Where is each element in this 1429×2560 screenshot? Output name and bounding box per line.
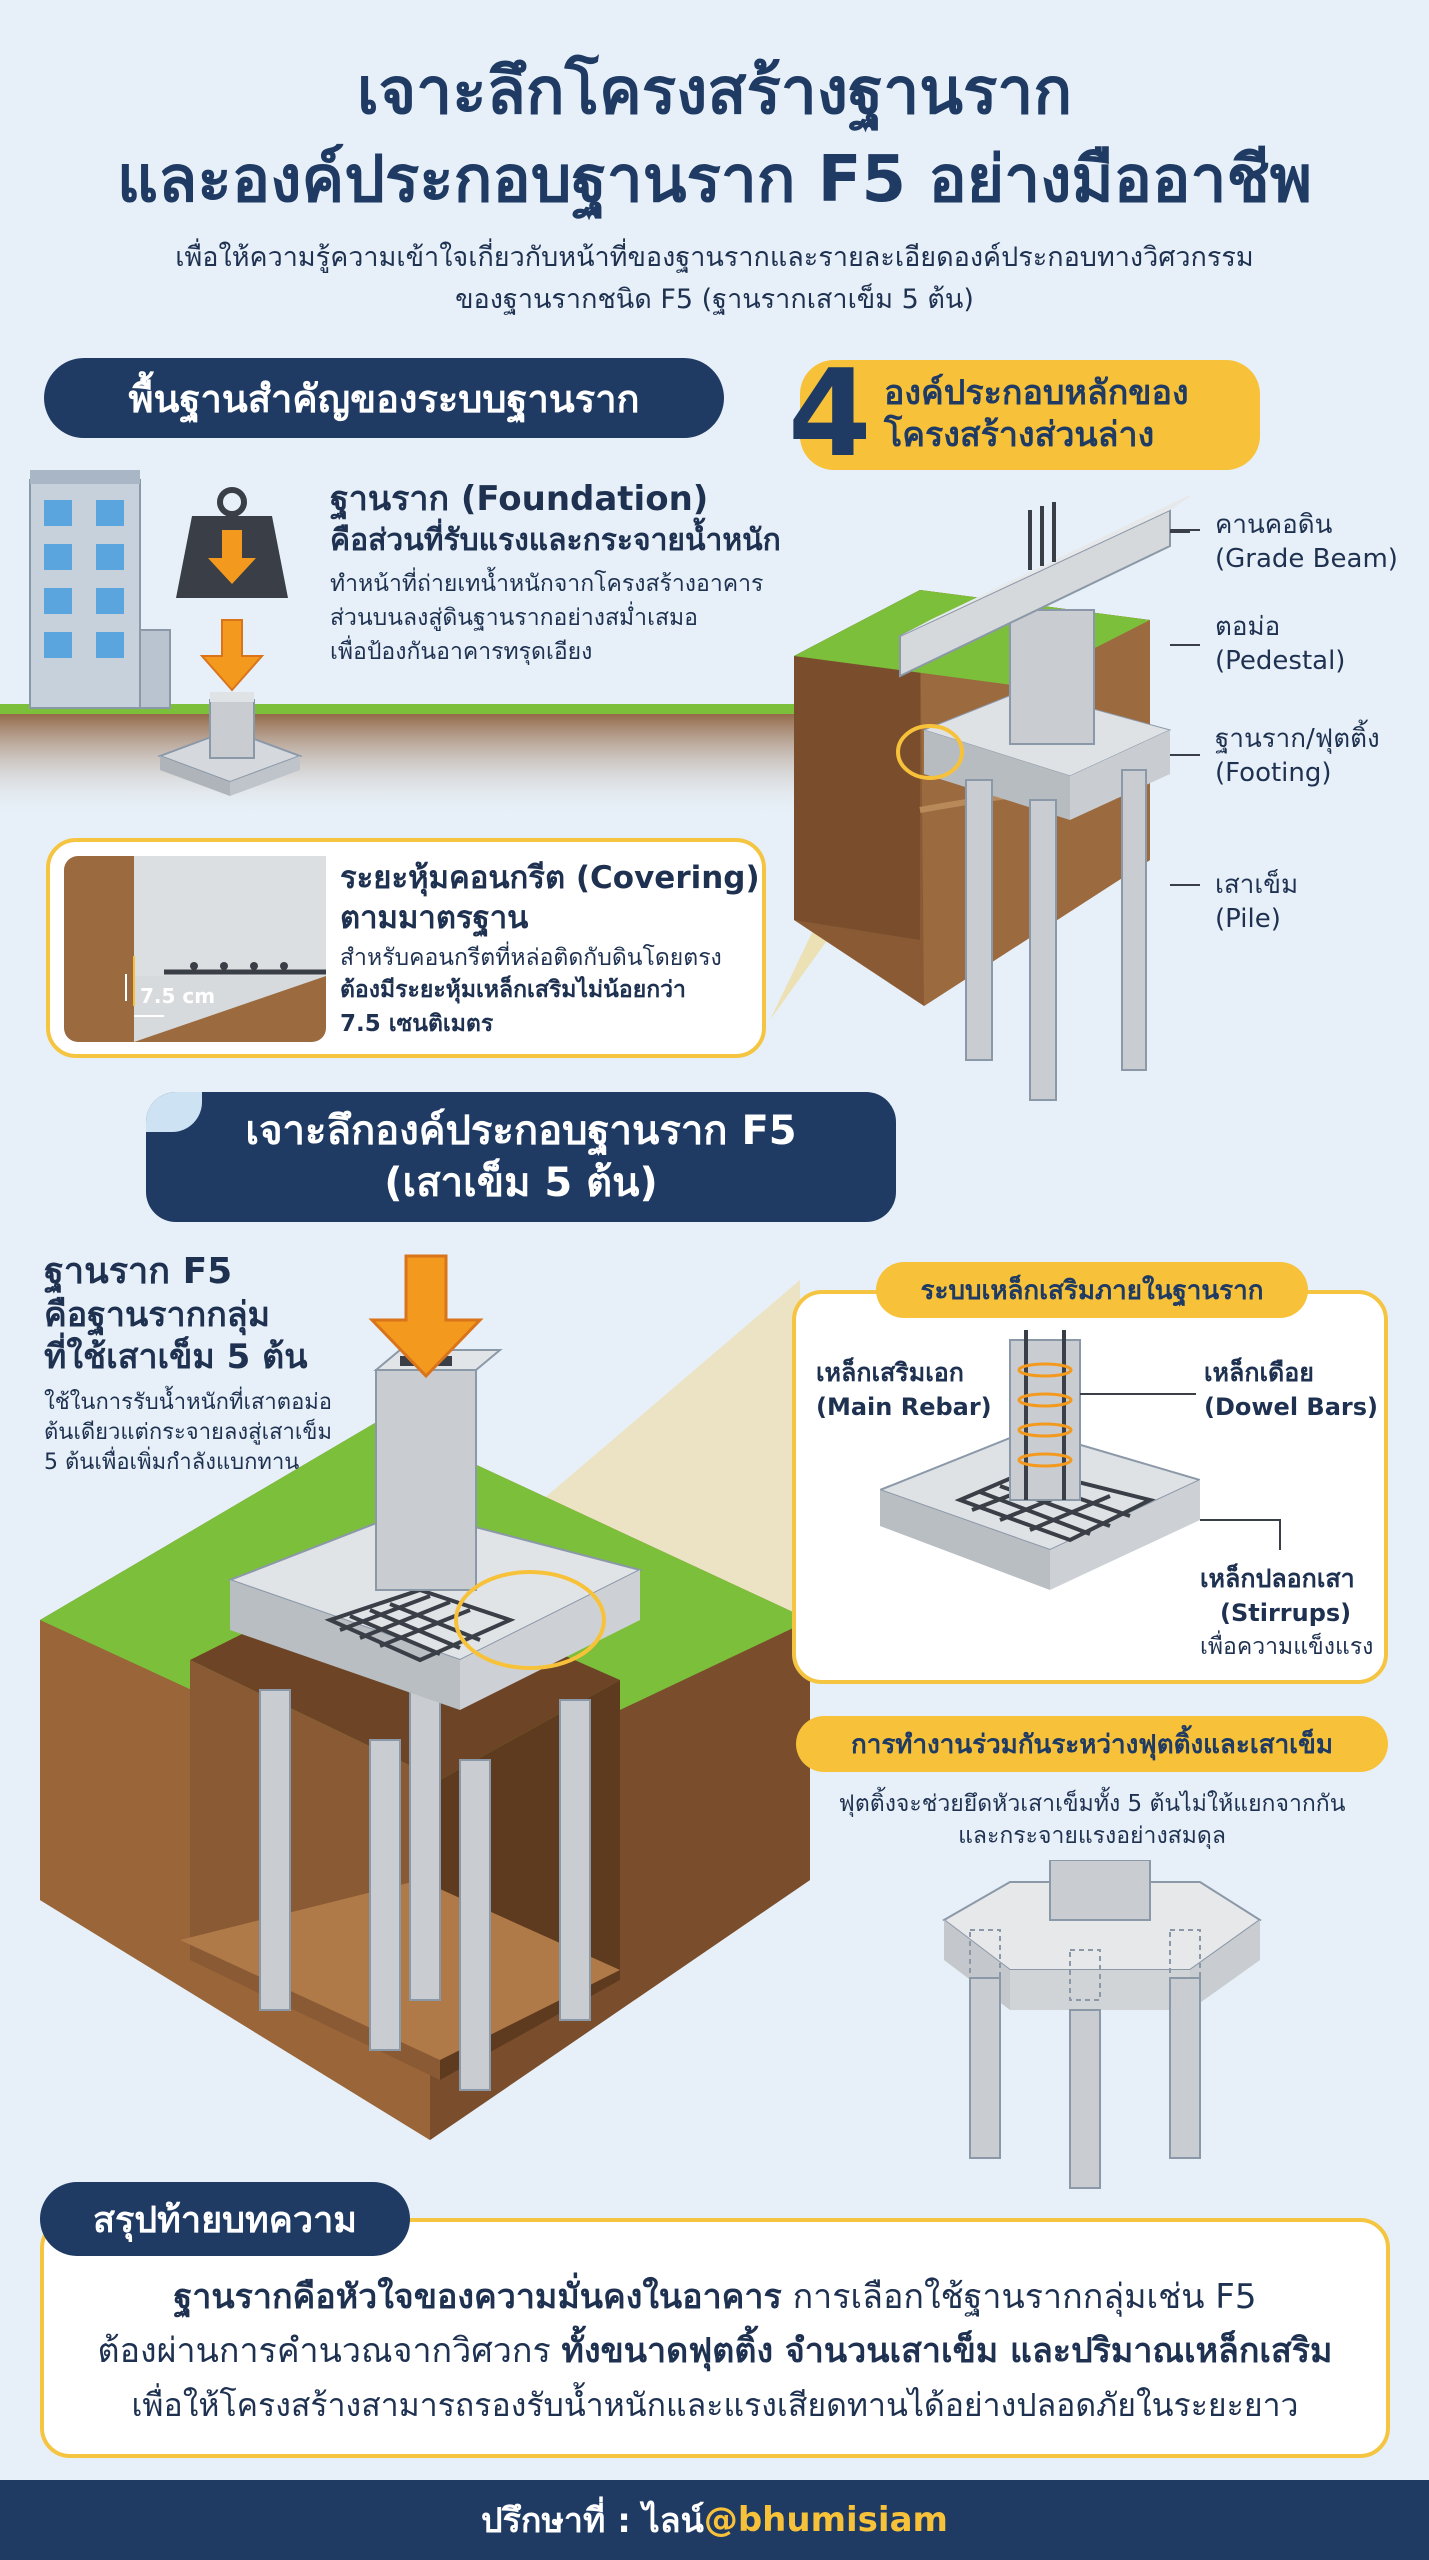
component-footing-th: ฐานราก/ฟุตติ้ง: [1215, 724, 1380, 754]
teamwork-desc-1: ฟุตติ้งจะช่วยยึดหัวเสาเข็มทั้ง 5 ต้นไม่ใ…: [838, 1791, 1346, 1817]
f5-title-2: คือฐานรากกลุ่ม: [44, 1295, 271, 1335]
covering-illustration: [64, 856, 326, 1042]
f5-desc-3: 5 ต้นเพื่อเพิ่มกำลังแบกทาน: [44, 1450, 300, 1475]
component-pedestal-th: ตอม่อ: [1215, 612, 1281, 642]
covering-card: 7.5 cm ระยะหุ้มคอนกรีต (Covering) ตามมาต…: [46, 838, 766, 1058]
summary-line-3: เพื่อให้โครงสร้างสามารถรองรับน้ำหนักและแ…: [131, 2386, 1299, 2424]
foundation-title: ฐานราก (Foundation): [330, 479, 709, 519]
weight-icon: [176, 487, 288, 598]
foundation-subtitle: คือส่วนที่รับแรงและกระจายน้ำหนัก: [330, 523, 781, 558]
rebar-heading: ระบบเหล็กเสริมภายในฐานราก: [876, 1262, 1308, 1318]
components-number: 4: [788, 345, 872, 484]
substructure-illustration: [770, 494, 1190, 1101]
f5-desc-1: ใช้ในการรับน้ำหนักที่เสาตอม่อ: [44, 1390, 332, 1415]
foundation-desc-1: ทำหน้าที่ถ่ายเทน้ำหนักจากโครงสร้างอาคาร: [330, 571, 764, 597]
foundation-desc-2: ส่วนบนลงสู่ดินฐานรากอย่างสม่ำเสมอ: [330, 605, 698, 631]
component-pile-en: (Pile): [1215, 904, 1281, 934]
teamwork-heading: การทำงานร่วมกันระหว่างฟุตติ้งและเสาเข็ม: [796, 1716, 1388, 1772]
component-footing-en: (Footing): [1215, 758, 1332, 788]
f5-heading-line-1: เจาะลึกองค์ประกอบฐานราก F5: [245, 1108, 797, 1154]
footer-line-handle[interactable]: @bhumisiam: [703, 2500, 948, 2540]
summary-line-2-a: ต้องผ่านการคำนวณจากวิศวกร: [97, 2331, 562, 2371]
covering-title-2: ตามมาตรฐาน: [340, 900, 529, 936]
down-arrow-icon: [199, 619, 265, 692]
f5-footing-illustration: [40, 1254, 810, 2140]
covering-title-1: ระยะหุ้มคอนกรีต (Covering): [340, 860, 760, 896]
rebar-stirrup-en: (Stirrups): [1220, 1599, 1352, 1627]
footer-bar: ปรึกษาที่ : ไลน์ @bhumisiam: [0, 2480, 1429, 2560]
components-leader-lines: [1170, 529, 1200, 886]
page-title-line-1: เจาะลึกโครงสร้างฐานราก: [356, 55, 1073, 129]
components-heading-line-1: องค์ประกอบหลักของ: [884, 373, 1189, 413]
component-pile-th: เสาเข็ม: [1215, 870, 1299, 900]
summary-heading: สรุปท้ายบทความ: [40, 2182, 410, 2256]
f5-heading-line-2: (เสาเข็ม 5 ต้น): [384, 1160, 658, 1206]
f5-heading-pill: เจาะลึกองค์ประกอบฐานราก F5 (เสาเข็ม 5 ต้…: [146, 1092, 896, 1222]
rebar-leader-lines: [1080, 1393, 1281, 1550]
rebar-dowel-en: (Dowel Bars): [1204, 1393, 1378, 1421]
summary-line-1-rest: การเลือกใช้ฐานรากกลุ่มเช่น F5: [781, 2277, 1257, 2317]
summary-line-1-bold: ฐานรากคือหัวใจของความมั่นคงในอาคาร: [173, 2277, 782, 2317]
page-title-line-2: และองค์ประกอบฐานราก F5 อย่างมืออาชีพ: [116, 143, 1313, 217]
summary-card: [40, 2218, 1390, 2458]
f5-title-1: ฐานราก F5: [44, 1251, 233, 1292]
rebar-main-th: เหล็กเสริมเอก: [816, 1358, 964, 1387]
components-heading-line-2: โครงสร้างส่วนล่าง: [884, 415, 1155, 455]
page-subtitle-line-2: ของฐานรากชนิด F5 (ฐานรากเสาเข็ม 5 ต้น): [455, 284, 974, 315]
teamwork-desc-2: และกระจายแรงอย่างสมดุล: [958, 1823, 1226, 1849]
summary-line-2: ต้องผ่านการคำนวณจากวิศวกร ทั้งขนาดฟุตติ้…: [40, 2326, 1390, 2376]
page-subtitle-line-1: เพื่อให้ความรู้ความเข้าใจเกี่ยวกับหน้าที…: [175, 242, 1254, 273]
load-arrow-icon: [368, 1254, 484, 1379]
foundation-desc-3: เพื่อป้องกันอาคารทรุดเอียง: [330, 639, 593, 665]
foundation-illustration: [0, 470, 800, 818]
f5-desc-2: ต้นเดียวแต่กระจายลงสู่เสาเข็ม: [44, 1420, 332, 1445]
rebar-stirrup-note: เพื่อความแข็งแรง: [1200, 1634, 1374, 1660]
teamwork-illustration: [942, 1860, 1262, 2189]
covering-desc-2: ต้องมีระยะหุ้มเหล็กเสริมไม่น้อยกว่า: [340, 977, 686, 1003]
rebar-illustration: [880, 1330, 1200, 1590]
component-grade-beam-th: คานคอดิน: [1215, 510, 1333, 540]
rebar-stirrup-th: เหล็กปลอกเสา: [1200, 1564, 1355, 1593]
component-grade-beam-en: (Grade Beam): [1215, 544, 1398, 574]
f5-title-3: ที่ใช้เสาเข็ม 5 ต้น: [44, 1337, 308, 1377]
building-icon: [29, 470, 171, 709]
rebar-dowel-th: เหล็กเดือย: [1204, 1358, 1314, 1387]
component-pedestal-en: (Pedestal): [1215, 646, 1346, 676]
covering-desc-1: สำหรับคอนกรีตที่หล่อติดกับดินโดยตรง: [340, 945, 722, 971]
covering-desc-3: 7.5 เซนติเมตร: [340, 1011, 494, 1037]
summary-line-1: ฐานรากคือหัวใจของความมั่นคงในอาคาร การเล…: [40, 2272, 1390, 2322]
footer-label: ปรึกษาที่ : ไลน์: [481, 2501, 704, 2541]
rebar-main-en: (Main Rebar): [816, 1393, 992, 1421]
basics-heading: พื้นฐานสำคัญของระบบฐานราก: [44, 358, 724, 438]
summary-line-2-b: ทั้งขนาดฟุตติ้ง จำนวนเสาเข็ม และปริมาณเห…: [561, 2331, 1333, 2371]
components-heading-pill: [800, 360, 1260, 470]
covering-dimension: 7.5 cm: [140, 984, 216, 1008]
